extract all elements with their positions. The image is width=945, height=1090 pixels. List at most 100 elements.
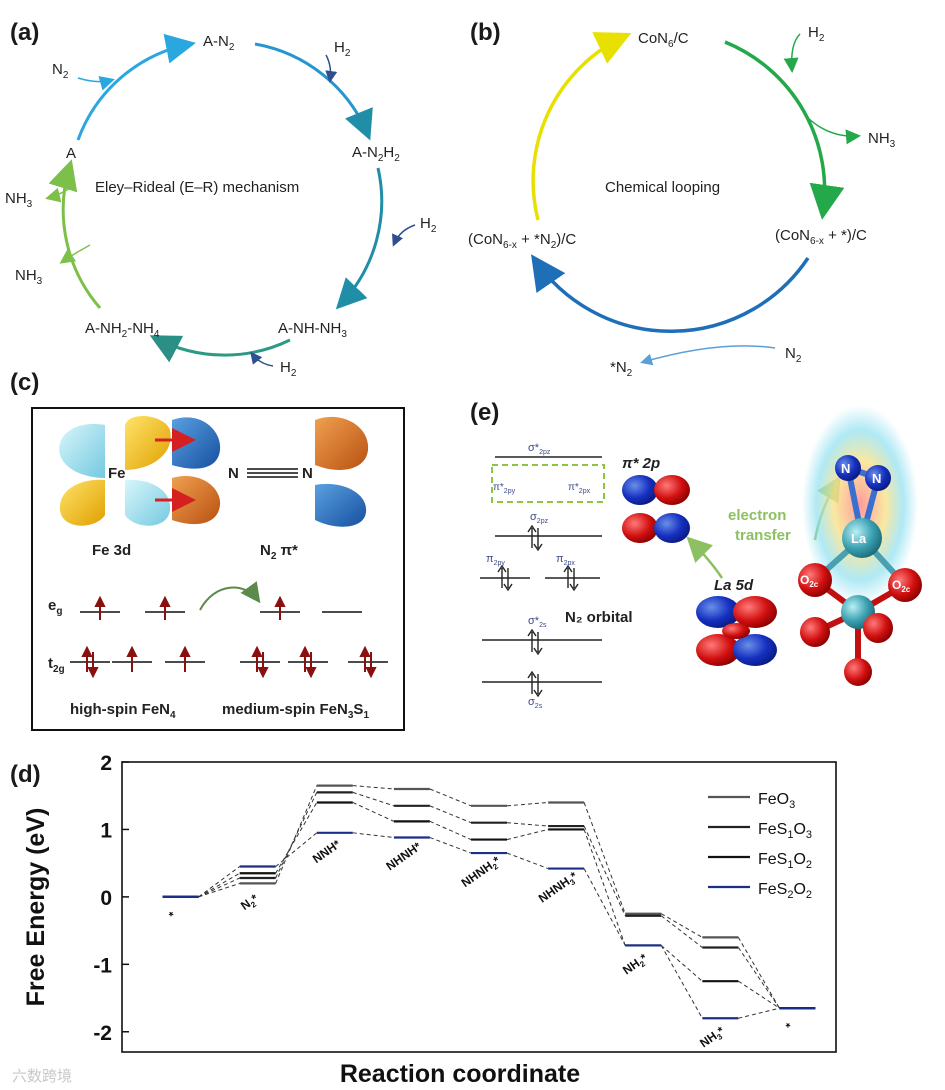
- y-tick-label: 1: [100, 819, 112, 842]
- orb-sigma-star-2pz: σ*2pz: [528, 442, 551, 456]
- n2pi-label: N2 π*: [260, 542, 298, 562]
- connector-FeS1O2-5: [583, 829, 626, 946]
- connector-FeS1O2-6: [660, 945, 703, 982]
- connector-FeS1O3-2: [352, 791, 395, 807]
- connector-FeS1O3-4: [506, 822, 549, 827]
- state-a-nhnh3: A-NH-NH3: [278, 320, 347, 340]
- n2-lobe-orange: [315, 416, 369, 470]
- connector-FeS2O2-4: [506, 852, 549, 870]
- input-b-n2: N2: [785, 345, 802, 365]
- connector-FeO3-4: [506, 801, 549, 807]
- orb-pi-2px: π2px: [556, 553, 575, 567]
- arrow-b-nh3: [807, 117, 861, 145]
- state-a-a: A: [66, 145, 76, 162]
- chart-x-labels: *N2*NNH*NHNH*NHNH2*NHNH3*NH2*NH3**: [166, 837, 795, 1051]
- input-b-h2: H2: [808, 24, 825, 44]
- arc-b-2: [531, 254, 810, 334]
- connector-FeS1O3-0: [198, 877, 240, 898]
- input-a-h2-2: H2: [420, 215, 437, 235]
- arrow-b-n2: [640, 345, 776, 366]
- connector-FeO3-7: [737, 937, 780, 1009]
- energy-levels-c: [70, 611, 388, 663]
- connector-FeS1O3-7: [737, 947, 780, 1009]
- x-tick-label-3: NHNH*: [383, 839, 424, 873]
- connector-FeS1O3-5: [583, 825, 626, 916]
- x-tick-label-8: *: [783, 1020, 795, 1034]
- state-a-n2: A-N2: [203, 33, 235, 53]
- medium-spin-label: medium-spin FeN3S1: [222, 701, 369, 721]
- y-tick-label: -1: [93, 954, 112, 977]
- legend-label-2: FeS1O2: [758, 851, 812, 871]
- electron-label: electron: [728, 507, 786, 524]
- connector-FeS1O3-1: [275, 792, 318, 879]
- arc-a-2: [254, 42, 373, 141]
- connector-FeS1O2-3: [429, 820, 472, 841]
- chart-xlabel: Reaction coordinate: [340, 1060, 580, 1088]
- connector-FeS1O2-0: [198, 872, 240, 898]
- n-atom-label-2: N: [302, 465, 313, 482]
- x-tick-label-0: *: [166, 908, 178, 922]
- connector-FeS2O2-1: [275, 832, 318, 867]
- orb-sigma-star-2s: σ*2s: [528, 615, 547, 629]
- eg-label: eg: [48, 597, 62, 617]
- state-b-right: (CoN6-x + *)/C: [775, 227, 867, 247]
- orb-pi-star-2py: π*2py: [493, 482, 516, 495]
- high-spin-label: high-spin FeN4: [70, 701, 176, 721]
- y-tick-label: 0: [100, 887, 112, 910]
- connector-FeS1O2-4: [506, 828, 549, 841]
- panel-a-label: (a): [10, 19, 39, 46]
- connector-FeS2O2-5: [583, 868, 626, 946]
- arrow-a-nh3-2: [59, 244, 91, 264]
- arc-b-1: [724, 40, 845, 220]
- spin-arrows-c: [81, 595, 377, 679]
- arrow-b-h2: [783, 33, 801, 73]
- input-a-h2-3: H2: [280, 359, 297, 379]
- connector-FeO3-5: [583, 802, 626, 914]
- arrow-a-nh3-1: [45, 184, 76, 203]
- atom-o2c-2: O2c: [892, 578, 911, 594]
- chart-series: [162, 784, 816, 1020]
- arrow-c-spin-transfer: [199, 581, 261, 611]
- arc-a-5: [48, 159, 102, 309]
- output-b-starn2: *N2: [610, 359, 633, 379]
- arrow-a-h2-3: [250, 351, 274, 367]
- connector-FeS2O2-3: [429, 837, 472, 854]
- state-a-nh2nh4: A-NH2-NH4: [85, 320, 160, 340]
- connector-FeS2O2-6: [660, 945, 703, 1019]
- panel-e: (e) σ*2pz π*2py π*2px σ2pz π2py π2px σ*2…: [470, 399, 922, 710]
- input-a-n2: N2: [52, 61, 69, 81]
- connector-FeO3-1: [275, 785, 318, 884]
- panel-c: (c) Fe N N Fe 3d N2 π* eg t2g: [10, 369, 405, 731]
- arc-a-1: [76, 33, 196, 141]
- fe-lobe-yellow-tr: [125, 415, 171, 470]
- output-a-nh3-1: NH3: [5, 190, 33, 210]
- orb-sigma-2s: σ2s: [528, 696, 543, 710]
- la-5d-orbital-image: [696, 596, 777, 666]
- legend-label-0: FeO3: [758, 791, 795, 811]
- arrow-a-n2: [77, 76, 115, 91]
- chart-ylabel: Free Energy (eV): [22, 808, 50, 1007]
- la5d-label: La 5d: [714, 577, 754, 594]
- pi-star-label: π* 2p: [622, 455, 660, 472]
- connector-FeS2O2-7: [738, 1007, 780, 1019]
- connector-FeS2O2-2: [352, 832, 394, 839]
- arc-b-3: [531, 32, 632, 221]
- state-a-n2h2: A-N2H2: [352, 144, 400, 164]
- state-b-left: (CoN6-x + *N2)/C: [468, 231, 576, 251]
- atom-o2c-1: O2c: [800, 573, 819, 589]
- n2-orbital-label: N₂ orbital: [565, 609, 633, 626]
- connector-FeO3-3: [429, 788, 472, 807]
- connector-FeO3-6: [660, 913, 703, 938]
- n-atom-label-1: N: [228, 465, 239, 482]
- fe-lobe-yellow-bl: [59, 479, 105, 526]
- title-b: Chemical looping: [605, 179, 720, 196]
- y-tick-label: -2: [93, 1022, 112, 1045]
- chart-frame: [121, 761, 837, 1053]
- panel-e-label: (e): [470, 399, 499, 426]
- fe3d-label: Fe 3d: [92, 542, 131, 559]
- output-b-nh3: NH3: [868, 130, 896, 150]
- connector-FeO3-2: [352, 785, 394, 790]
